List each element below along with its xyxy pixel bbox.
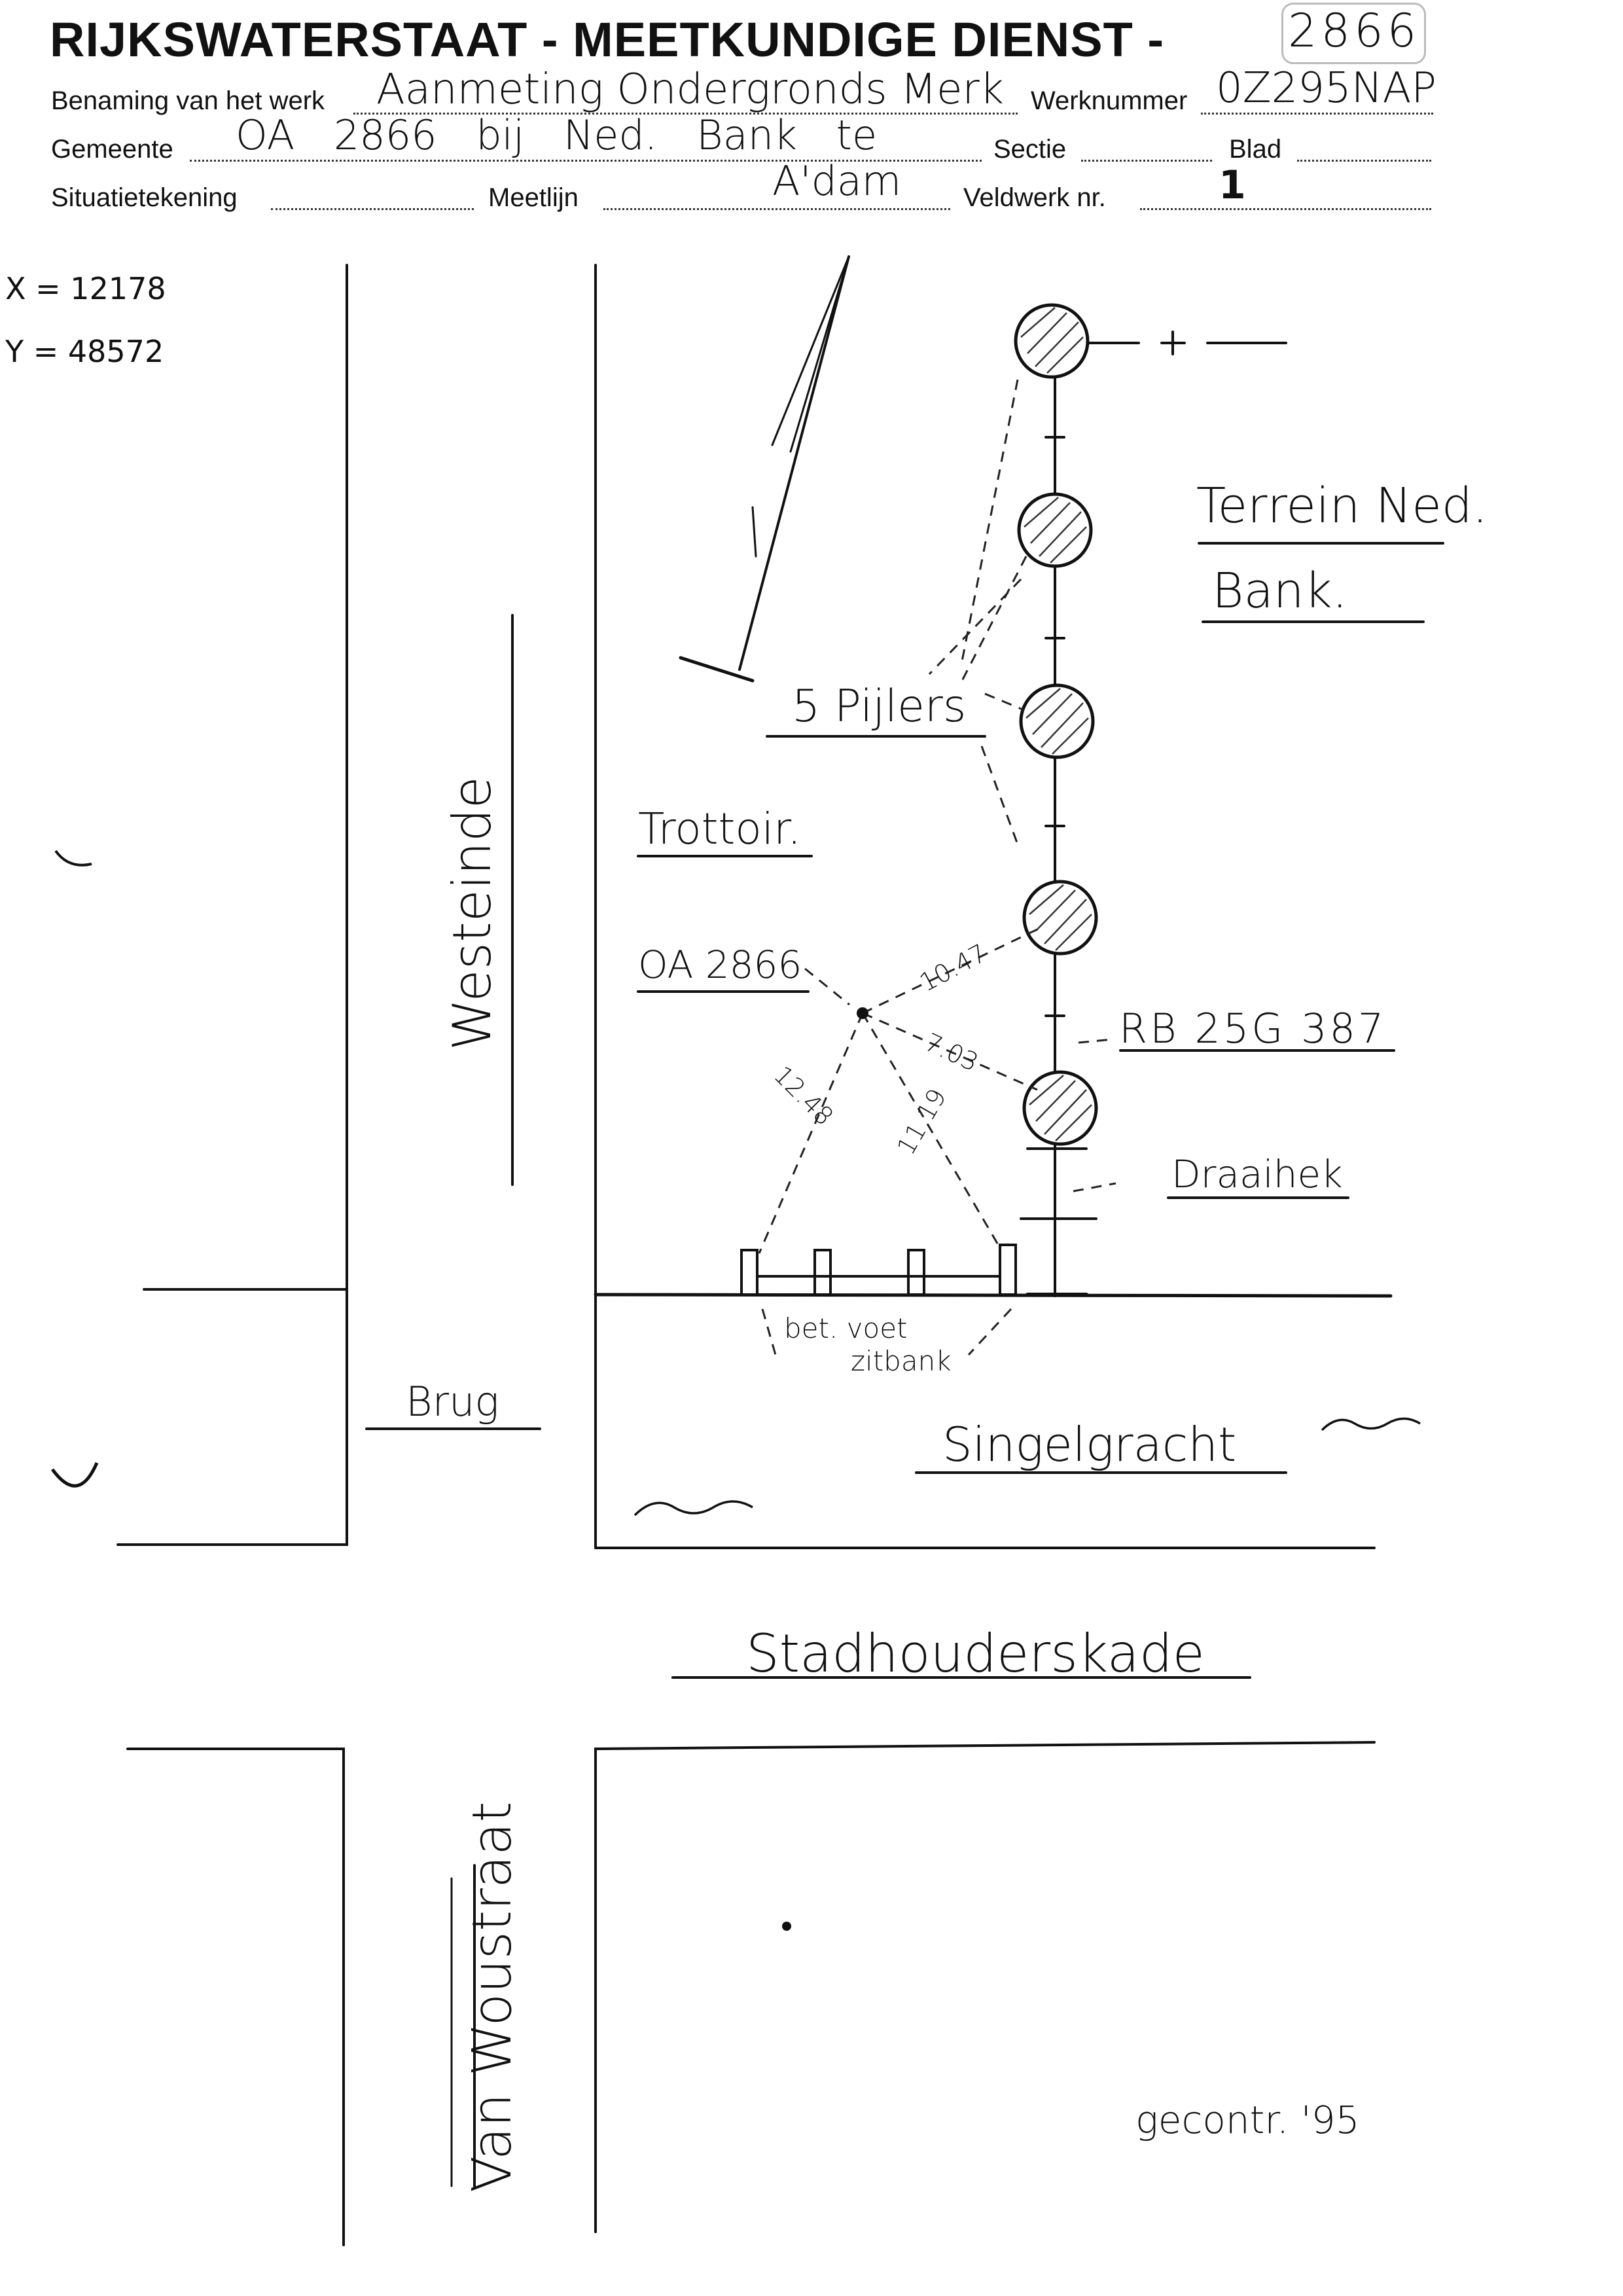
checked-label: gecontr. '95 [1135,2098,1360,2142]
bridge-outline-upper [116,1288,348,1546]
block-lower-left [126,1748,345,2246]
benchmark-label: RB 25G 387 [1119,1005,1387,1052]
municipality-label: Gemeente [51,135,173,164]
y-coordinate: Y = 48572 [5,334,164,369]
pillar-5 [1022,1070,1098,1146]
line-value: A'dam [772,157,902,205]
worknumber-field-line [1201,113,1433,115]
sheet-number-tag [1281,3,1426,64]
pillar-2 [1017,492,1093,568]
gate-label: Draaihek [1171,1152,1343,1196]
sheet-field-line [1297,160,1431,162]
fieldwork-field-line [1140,208,1431,210]
document-title: RIJKSWATERSTAAT - MEETKUNDIGE DIENST - [50,12,1164,67]
pillar-4 [1022,880,1098,956]
terrain-label-2: Bank. [1212,563,1348,619]
canal-label: Singelgracht [942,1417,1237,1472]
work-field-line [353,113,1018,115]
marker-label: OA 2866 [638,942,802,987]
terrain-label-1: Terrein Ned. [1196,478,1488,534]
worknumber-label: Werknummer [1031,86,1188,115]
section-label: Sectie [993,135,1067,164]
municipality-field-line [190,160,982,162]
pillar-3 [1019,683,1095,759]
bridge-label: Brug [406,1378,499,1426]
situation-field-line [271,208,474,210]
municipality-value: OA 2866 bij Ned. Bank te [236,111,878,159]
section-field-line [1081,160,1212,162]
north-arrow-shaft [738,255,850,671]
pillars [1014,303,1098,1146]
worknumber-value: 0Z295NAP [1216,64,1436,113]
situation-label: Situatietekening [51,183,238,212]
sheet-label: Blad [1229,135,1282,164]
bench-feet [740,1244,1017,1296]
vanwoustraat-label: Van Woustraat [461,1801,524,2193]
marker-point [857,1007,868,1019]
water-waves [633,1417,1421,1516]
line-field-line [603,208,950,210]
sidewalk-label: Trottoir. [638,804,802,854]
westeinde-label: Westeinde [442,776,503,1050]
sheet-number: 2866 [1288,4,1421,58]
work-label: Benaming van het werk [51,86,325,115]
measurement-lines [758,379,1116,1356]
pillar-hatching [1020,307,1092,1141]
work-value: Aanmeting Ondergronds Merk [376,65,1004,114]
quay-line [594,1293,1393,1298]
bench-label-2: zitbank [851,1345,952,1377]
x-coordinate: X = 12178 [5,271,166,306]
block-lower-right [594,1741,1376,2233]
pillars-label: 5 Pijlers [792,681,967,732]
line-label: Meetlijn [488,183,579,212]
fieldwork-value: 1 [1219,162,1246,208]
fieldwork-label: Veldwerk nr. [963,183,1106,212]
pillar-1 [1014,303,1090,379]
stadhouderskade-label: Stadhouderskade [746,1623,1205,1684]
bench-label-1: bet. voet [784,1312,908,1344]
